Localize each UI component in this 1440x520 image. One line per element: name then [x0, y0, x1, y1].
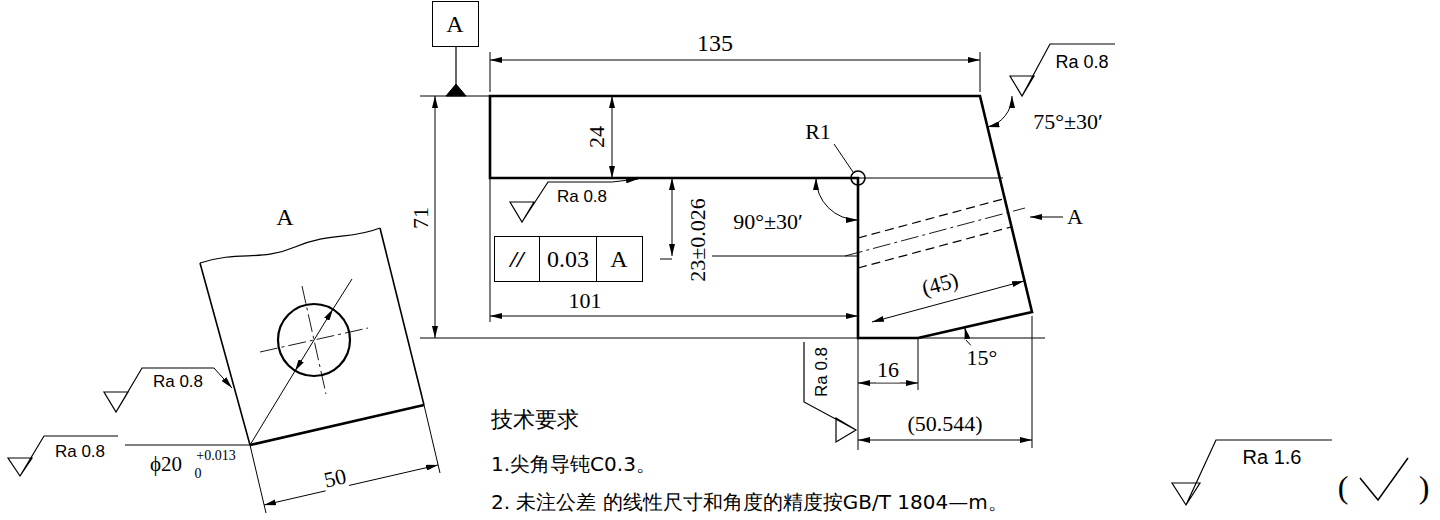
- roughness-value: Ra 0.8: [1054, 52, 1109, 73]
- bracket: (: [1337, 469, 1350, 506]
- angle-dimension: 90°±30′: [732, 209, 804, 234]
- tolerance-symbol: //: [495, 237, 539, 281]
- view-title: A: [275, 204, 294, 232]
- notes-heading: 技术要求: [490, 407, 580, 432]
- tolerance-frame: //0.03A: [494, 236, 643, 282]
- angle-dimension: 75°±30′: [1032, 109, 1104, 134]
- roughness-value: Ra 0.8: [54, 442, 106, 462]
- dimension-text: 23±0.026: [685, 197, 710, 283]
- dimension-text: 101: [568, 288, 603, 313]
- note-line: 2. 未注公差 的线性尺寸和角度的精度按GB/T 1804—m。: [490, 491, 1009, 514]
- tolerance-lower: 0: [194, 466, 203, 482]
- datum-letter: A: [433, 2, 477, 46]
- diameter-dimension: ϕ20: [149, 452, 183, 476]
- dimension-text: 16: [876, 357, 900, 382]
- tolerance-upper: +0.013: [195, 448, 236, 464]
- radius-dimension: R1: [804, 119, 832, 144]
- dimension-text: 24: [584, 125, 609, 149]
- roughness-value: Ra 0.8: [812, 346, 832, 398]
- roughness-value: Ra 1.6: [1242, 446, 1303, 469]
- note-line: 1.尖角导钝C0.3。: [490, 453, 657, 476]
- roughness-value: Ra 0.8: [556, 187, 608, 207]
- angle-dimension: 15°: [966, 345, 999, 370]
- tolerance-value: 0.03: [539, 237, 596, 281]
- bracket: ): [1418, 469, 1431, 506]
- view-letter: A: [1066, 204, 1084, 229]
- dimension-text: (45): [918, 267, 962, 301]
- dimension-text: 135: [696, 30, 734, 58]
- roughness-value: Ra 0.8: [152, 372, 204, 392]
- dimension-text: (50.544): [906, 411, 983, 436]
- dimension-text: 50: [320, 463, 349, 493]
- datum-reference: A: [596, 237, 641, 281]
- datum-box: A: [432, 1, 479, 47]
- dimension-text: 71: [408, 206, 433, 230]
